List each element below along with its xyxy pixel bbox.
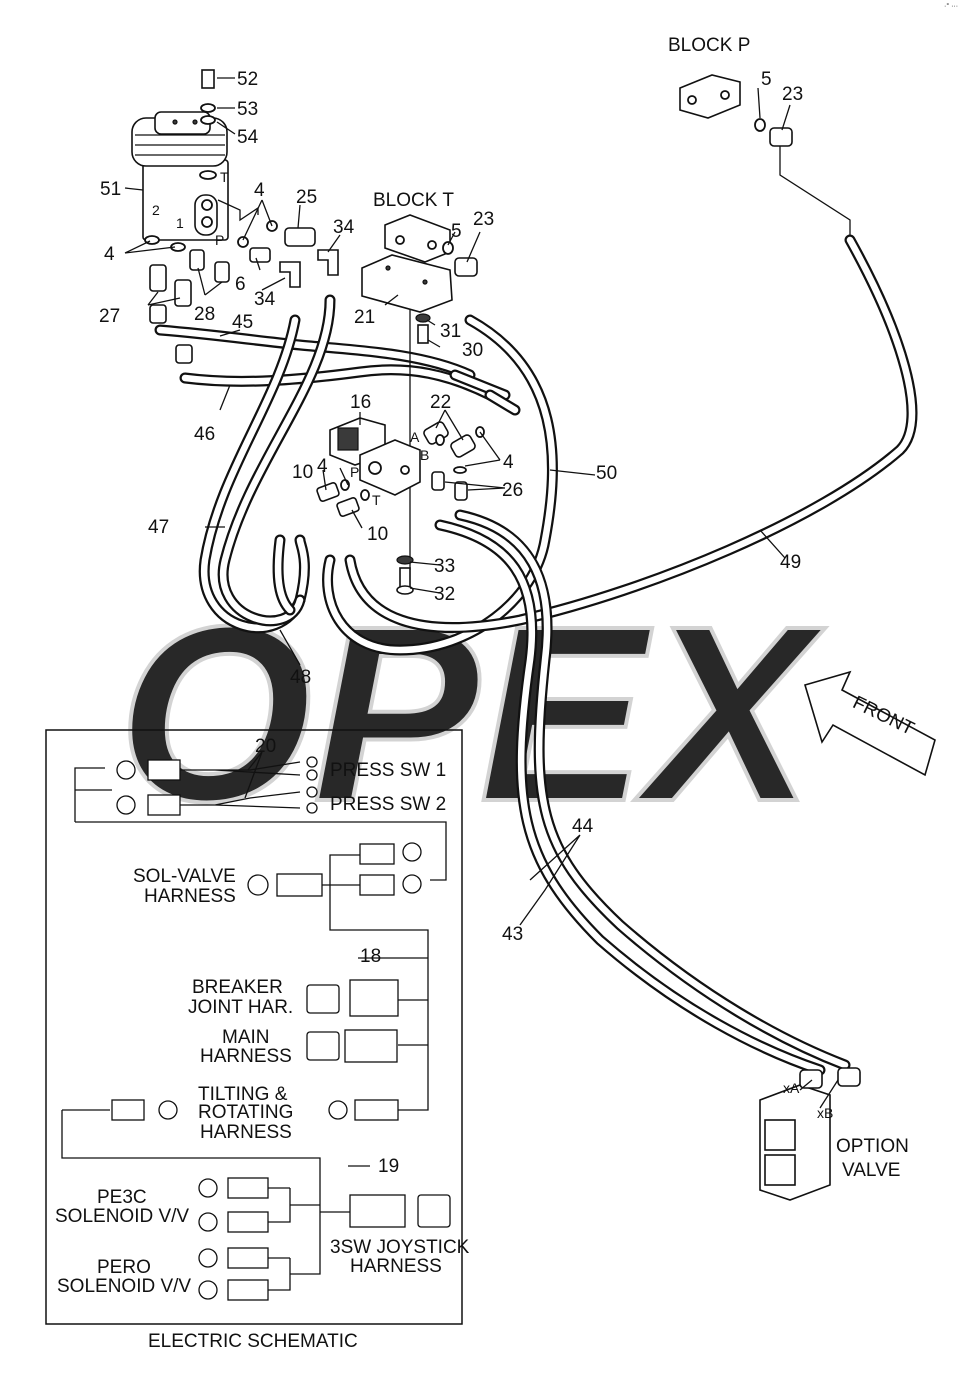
callout-25: 25 (296, 187, 317, 208)
solenoid-16 (329, 417, 421, 496)
callout-4-top: 4 (254, 180, 265, 201)
port-letters: T P 2 1 A B P T xA xB (152, 169, 833, 1121)
callout-23-block-t: 23 (473, 209, 494, 230)
callout-45: 45 (232, 312, 253, 333)
callout-31: 31 (440, 321, 461, 342)
callout-26: 26 (502, 480, 523, 501)
label-sol-valve-2: HARNESS (144, 886, 236, 907)
callout-22: 22 (430, 392, 451, 413)
option-valve-label-2: VALVE (842, 1160, 900, 1181)
corner-mark: ·° ··· (944, 2, 958, 10)
label-press-sw-1: PRESS SW 1 (330, 760, 446, 781)
port-b: B (420, 447, 429, 463)
elbow-34 (279, 261, 301, 288)
label-joystick-2: HARNESS (350, 1256, 442, 1277)
callout-33: 33 (434, 556, 455, 577)
schematic-frame (45, 729, 463, 1325)
callout-21: 21 (354, 307, 375, 328)
label-main-1: MAIN (222, 1027, 270, 1048)
fittings-left (149, 227, 339, 364)
label-tilting-3: HARNESS (200, 1122, 292, 1143)
front-arrow: FRONT (804, 670, 936, 777)
callout-46: 46 (194, 424, 215, 445)
callout-34-top: 34 (333, 217, 355, 238)
label-main-2: HARNESS (200, 1046, 292, 1067)
callout-18: 18 (360, 946, 381, 967)
callout-4-valve: 4 (317, 456, 328, 477)
label-breaker-2: JOINT HAR. (188, 997, 293, 1018)
callout-34-bottom: 34 (254, 289, 276, 310)
callout-30: 30 (462, 340, 483, 361)
label-pe3c-1: PE3C (97, 1187, 147, 1208)
option-valve-label-1: OPTION (836, 1136, 909, 1157)
option-valve (759, 1067, 861, 1201)
electric-schematic: ELECTRIC SCHEMATIC (45, 729, 470, 1352)
callout-50: 50 (596, 463, 617, 484)
callout-51: 51 (100, 179, 121, 200)
label-sol-valve-1: SOL-VALVE (133, 866, 236, 887)
callout-5-block-t: 5 (451, 221, 462, 242)
port-2: 2 (152, 202, 160, 218)
callout-43: 43 (502, 924, 523, 945)
block-p (679, 74, 793, 147)
label-joystick-1: 3SW JOYSTICK (330, 1237, 470, 1258)
port-t-valve: T (372, 492, 381, 508)
port-a: A (410, 429, 420, 445)
callout-4-left: 4 (104, 244, 115, 265)
callout-4-right: 4 (503, 452, 514, 473)
label-pero-2: SOLENOID V/V (57, 1276, 191, 1297)
screw-52 (199, 69, 217, 180)
pilot-line (779, 145, 851, 235)
port-t-joystick: T (220, 169, 229, 185)
callout-27: 27 (99, 306, 120, 327)
port-p-joystick: P (215, 232, 224, 248)
callout-52: 52 (237, 69, 258, 90)
callout-20: 20 (255, 736, 276, 757)
block-t (361, 214, 478, 313)
callout-10-right: 10 (367, 524, 388, 545)
callouts: 52 53 54 51 4 4 25 34 6 34 27 28 45 46 5… (99, 69, 803, 945)
bolt-30 (415, 313, 431, 344)
callout-6: 6 (235, 274, 246, 295)
plate-21 (361, 254, 453, 313)
callout-16: 16 (350, 392, 371, 413)
callout-47: 47 (148, 517, 169, 538)
callout-48: 48 (290, 667, 311, 688)
callout-54: 54 (237, 127, 259, 148)
callout-49: 49 (780, 552, 801, 573)
block-p-label: BLOCK P (668, 35, 750, 56)
callout-28: 28 (194, 304, 215, 325)
callout-44: 44 (572, 816, 594, 837)
callout-53: 53 (237, 99, 258, 120)
hoses (154, 234, 918, 1076)
leader-lines (124, 77, 839, 1109)
label-tilting-1: TILTING & (198, 1084, 288, 1105)
callout-10-left: 10 (292, 462, 313, 483)
label-pe3c-2: SOLENOID V/V (55, 1206, 189, 1227)
schematic-title: ELECTRIC SCHEMATIC (148, 1331, 358, 1352)
label-breaker-1: BREAKER (192, 977, 283, 998)
label-press-sw-2: PRESS SW 2 (330, 794, 446, 815)
port-p-valve: P (350, 464, 359, 480)
label-pero-1: PERO (97, 1257, 151, 1278)
callout-32: 32 (434, 584, 455, 605)
callout-5-block-p: 5 (761, 69, 772, 90)
port-xb: xB (817, 1105, 833, 1121)
port-xa: xA (783, 1080, 800, 1096)
port-1: 1 (176, 215, 184, 231)
callout-23-block-p: 23 (782, 84, 803, 105)
block-t-label: BLOCK T (373, 190, 454, 211)
label-tilting-2: ROTATING (198, 1102, 293, 1123)
joystick-51 (131, 111, 229, 241)
adapter-25 (284, 227, 316, 247)
callout-19: 19 (378, 1156, 399, 1177)
